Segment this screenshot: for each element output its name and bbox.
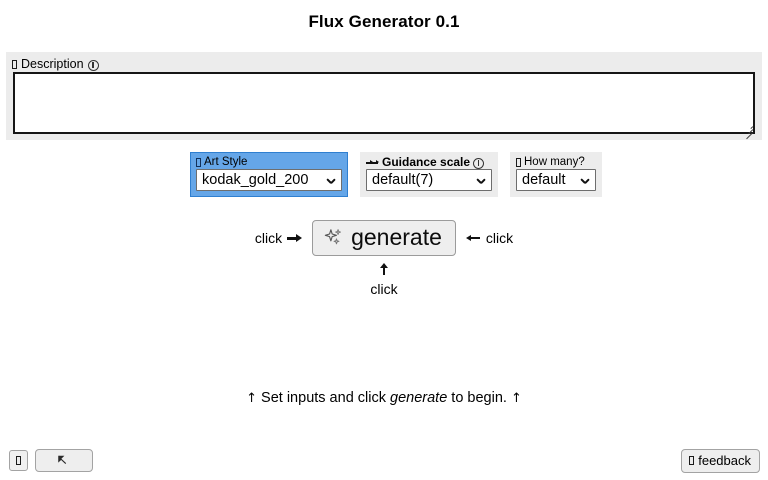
missing-glyph-box-icon [689, 456, 695, 465]
page-title: Flux Generator 0.1 [308, 12, 460, 31]
generate-hint-right-label: click [485, 230, 514, 246]
generate-button[interactable]: generate [312, 220, 456, 256]
info-circle-icon[interactable] [473, 157, 485, 169]
status-caret-right: ↑ [510, 391, 522, 406]
cursor-mode-button[interactable] [35, 449, 93, 472]
description-label-row: Description [12, 56, 756, 72]
field-art-style[interactable]: Art Style kodak_gold_200 [190, 152, 348, 197]
status-caret-left: ↑ [246, 391, 258, 406]
generate-hint-left-label: click [254, 230, 283, 246]
guidance-scale-label: Guidance scale [382, 155, 471, 169]
status-line: ↑ Set inputs and click generate to begin… [0, 390, 768, 406]
bottom-left-toolbar [9, 449, 93, 472]
feedback-button-label: feedback [698, 453, 751, 468]
how-many-label-row: How many? [516, 155, 596, 169]
generate-row: click generate click [0, 220, 768, 256]
chevron-down-icon [477, 178, 485, 186]
generate-button-label: generate [351, 224, 442, 250]
feedback-button[interactable]: feedback [681, 449, 760, 473]
missing-glyph-box-icon [516, 157, 521, 167]
how-many-value: default [522, 172, 566, 188]
missing-glyph-box-icon [12, 59, 17, 69]
generate-hint-below-arrow [0, 262, 768, 280]
generate-hint-right: click [465, 230, 513, 246]
arrow-left-icon [465, 233, 481, 243]
guidance-scale-value: default(7) [372, 172, 434, 188]
how-many-label: How many? [524, 156, 585, 168]
arrow-up-icon [379, 263, 389, 275]
status-emphasis: generate [390, 390, 448, 406]
generate-hint-below-label: click [370, 281, 398, 297]
description-input[interactable] [13, 72, 755, 134]
controls-row: Art Style kodak_gold_200 Guidance scale … [190, 152, 602, 197]
generate-cluster: click generate click click [0, 220, 768, 297]
info-circle-icon[interactable] [87, 59, 99, 71]
art-style-select[interactable]: kodak_gold_200 [196, 169, 342, 191]
how-many-select[interactable]: default [516, 169, 596, 191]
guidance-scale-label-row: Guidance scale [366, 155, 492, 169]
status-suffix: to begin. [447, 390, 507, 406]
chevron-down-icon [581, 178, 589, 186]
arrow-right-icon [287, 233, 303, 243]
guidance-scale-select[interactable]: default(7) [366, 169, 492, 191]
settings-button[interactable] [9, 450, 28, 471]
missing-glyph-box-icon [16, 456, 21, 465]
description-label: Description [21, 57, 84, 71]
double-arrow-icon [366, 158, 379, 168]
art-style-label: Art Style [204, 156, 248, 168]
missing-glyph-box-icon [196, 157, 201, 167]
status-prefix: Set inputs and click [261, 390, 391, 406]
field-guidance-scale[interactable]: Guidance scale default(7) [360, 152, 498, 197]
chevron-down-icon [327, 178, 335, 186]
sparkles-icon [324, 228, 342, 244]
art-style-value: kodak_gold_200 [202, 172, 309, 188]
field-how-many[interactable]: How many? default [510, 152, 602, 197]
art-style-label-row: Art Style [196, 155, 342, 169]
cursor-arrow-icon [58, 455, 67, 464]
generate-hint-left: click [255, 230, 303, 246]
